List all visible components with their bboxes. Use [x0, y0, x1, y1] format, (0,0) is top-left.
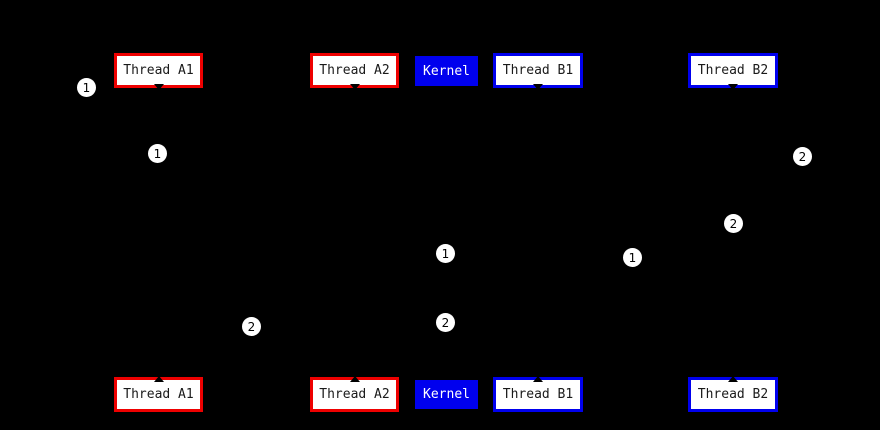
box-thread-a2-bottom: Thread A2 — [310, 376, 399, 412]
step-marker: 1 — [436, 244, 455, 263]
arrowhead-notch — [533, 84, 543, 90]
arrowhead-notch — [153, 84, 164, 90]
box-thread-b1-bottom: Thread B1 — [493, 376, 583, 412]
box-label: Thread A2 — [319, 387, 390, 402]
arrowhead-notch — [153, 376, 164, 382]
box-label: Thread A1 — [123, 63, 194, 78]
box-thread-b2-bottom: Thread B2 — [688, 376, 778, 412]
box-thread-a1-top: Thread A1 — [114, 53, 203, 90]
box-label: Kernel — [423, 387, 470, 402]
box-thread-a1-bottom: Thread A1 — [114, 376, 203, 412]
box-label: Thread B2 — [697, 63, 769, 78]
box-kernel-top: Kernel — [415, 56, 478, 86]
box-thread-a2-top: Thread A2 — [310, 53, 399, 90]
box-kernel-bottom: Kernel — [415, 380, 478, 409]
box-label: Thread A2 — [319, 63, 390, 78]
box-label: Kernel — [423, 63, 470, 79]
step-marker: 2 — [793, 147, 812, 166]
arrowhead-notch — [728, 84, 738, 90]
box-label: Thread B2 — [697, 387, 769, 402]
box-label: Thread B1 — [502, 387, 574, 402]
step-marker: 1 — [148, 144, 167, 163]
arrowhead-notch — [349, 376, 360, 382]
step-marker: 2 — [724, 214, 743, 233]
arrowhead-notch — [728, 376, 738, 382]
arrowhead-notch — [533, 376, 543, 382]
box-thread-b1-top: Thread B1 — [493, 53, 583, 90]
step-marker: 1 — [77, 78, 96, 97]
arrowhead-notch — [349, 84, 360, 90]
step-marker: 2 — [436, 313, 455, 332]
box-thread-b2-top: Thread B2 — [688, 53, 778, 90]
step-marker: 1 — [623, 248, 642, 267]
box-label: Thread A1 — [123, 387, 194, 402]
step-marker: 2 — [242, 317, 261, 336]
box-label: Thread B1 — [502, 63, 574, 78]
